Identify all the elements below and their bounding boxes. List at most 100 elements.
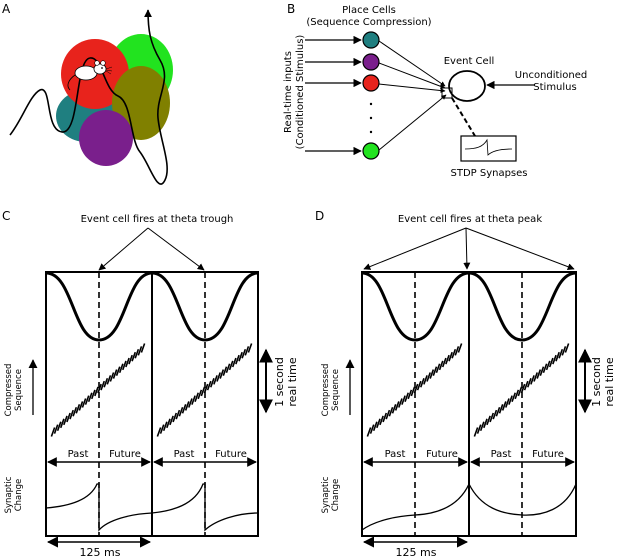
sequence-tick [137, 346, 143, 356]
sequence-tick [216, 372, 221, 382]
sequence-tick [209, 377, 215, 388]
inputs-label: Real-time inputs (Conditioned Stimulus) [283, 35, 306, 150]
sequence-tick [508, 395, 513, 405]
annotation-arrow [463, 227, 471, 270]
rat-icon [67, 60, 113, 91]
sequence-tick [410, 386, 416, 397]
panel-a-letter: A [2, 2, 11, 16]
place-field-purple [79, 110, 133, 166]
sequence-tick [423, 375, 428, 385]
annotation-arrow [98, 227, 149, 271]
place-fields [56, 34, 173, 166]
annotation-arrow [363, 227, 467, 270]
sequence-tick [131, 351, 137, 362]
projection-arrow [378, 40, 446, 87]
sequence-tick [432, 366, 438, 376]
sequence-tick [109, 372, 115, 382]
past-label: Past [174, 449, 195, 460]
sequence-tick [388, 406, 394, 417]
panel-b-letter: B [287, 2, 295, 16]
sequence-tick [401, 395, 406, 405]
sequence-tick [564, 343, 570, 353]
sequence-tick [175, 409, 181, 420]
sequence-tick [545, 360, 551, 371]
sequence-label-line2: Sequence [331, 369, 341, 411]
sequence-tick [511, 392, 517, 403]
sequence-tick [241, 349, 247, 359]
sequence-tick [479, 421, 485, 431]
sequence-label: Compressed Sequence [321, 364, 341, 417]
sequence-tick [188, 398, 193, 408]
sequence-tick [106, 375, 112, 385]
sequence-tick [125, 357, 130, 368]
synapse-box [441, 87, 453, 99]
realtime-label-line2: real time [286, 357, 299, 406]
sequence-tick [59, 418, 65, 429]
sequence-tick [103, 377, 109, 388]
sequence-tick [394, 401, 400, 411]
sequence-tick [78, 401, 84, 411]
realtime-label: 1 second real time [590, 357, 616, 407]
sequence-tick [505, 398, 510, 408]
annotation-arrow [147, 227, 205, 271]
timescale-label: 125 ms [80, 546, 121, 558]
realtime-label-line1: 1 second [590, 357, 603, 407]
sequence-tick [489, 412, 495, 423]
synaptic-label-line2: Change [14, 479, 24, 512]
sequence-tick [140, 343, 146, 353]
sequence-tick [536, 369, 542, 379]
sequence-tick [162, 421, 168, 431]
sequence-tick [72, 406, 78, 417]
sequence-tick [483, 418, 488, 429]
future-label: Future [426, 449, 458, 460]
sequence-tick [548, 357, 554, 368]
sequence-tick [558, 349, 564, 359]
event-cell-label: Event Cell [444, 56, 495, 67]
sequence-tick [530, 375, 535, 385]
panel-b: B Place Cells (Sequence Compression) Rea… [283, 2, 587, 179]
sequence-tick [533, 372, 538, 382]
sequence-tick [501, 401, 507, 411]
sequence-tick [206, 380, 212, 391]
sequence-tick [213, 375, 218, 385]
realtime-label: 1 second real time [273, 357, 299, 407]
sequence-tick [413, 383, 419, 394]
projection-arrow [378, 83, 446, 94]
future-label: Future [532, 449, 564, 460]
sequence-tick [238, 351, 243, 362]
sequence-tick [552, 354, 557, 365]
sequence-tick [492, 409, 498, 420]
past-label: Past [491, 449, 512, 460]
inputs-label-line1: Real-time inputs [283, 51, 294, 133]
sequence-tick [457, 343, 463, 353]
sequence-tick [539, 366, 545, 376]
sequence-tick [486, 415, 491, 426]
sequence-tick [555, 351, 560, 362]
theta-wave [361, 271, 577, 342]
sequence-tick [84, 395, 90, 405]
sequence-tick [426, 372, 431, 382]
sequence-tick [200, 386, 206, 397]
sequence-tick [128, 354, 133, 365]
sequence-tick [379, 415, 384, 426]
sequence-tick [526, 377, 532, 388]
sequence-tick [100, 380, 106, 391]
panel-d: D Event cell fires at theta peak Compres… [315, 209, 616, 558]
sequence-tick [90, 389, 96, 400]
sequence-tick [172, 412, 178, 423]
sequence-tick [445, 354, 450, 365]
sequence-tick [247, 343, 253, 353]
place-cell [362, 53, 380, 71]
sequence-tick [398, 398, 403, 408]
rat-trajectory [9, 9, 168, 185]
sequence-tick [63, 415, 68, 426]
panel-c: C Event cell fires at theta trough Compr… [2, 209, 299, 558]
sequence-tick [454, 346, 460, 356]
sequence-tick [498, 404, 504, 414]
past-future-row: Past Future Past Future [47, 449, 257, 467]
sequence-tick [391, 404, 397, 414]
synaptic-change-curve [361, 482, 577, 531]
future-label: Future [215, 449, 247, 460]
event-cell [448, 70, 486, 102]
sequence-tick [542, 363, 548, 374]
